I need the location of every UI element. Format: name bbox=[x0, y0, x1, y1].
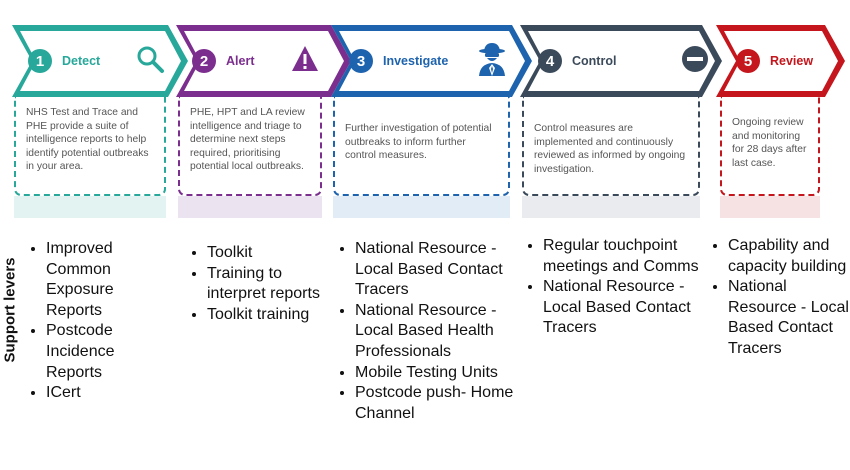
lever-item: ICert bbox=[46, 383, 156, 404]
lever-item: Toolkit bbox=[207, 243, 337, 264]
lever-item: National Resource - Local Based Contact … bbox=[355, 239, 520, 301]
stage-4-number: 4 bbox=[538, 49, 562, 73]
stage-2-description: PHE, HPT and LA review intelligence and … bbox=[178, 96, 322, 196]
stage-4-band bbox=[522, 196, 700, 218]
stage-3-header: 3 Investigate bbox=[349, 25, 448, 97]
stage-5-arrow bbox=[716, 25, 845, 97]
stage-5-number: 5 bbox=[736, 49, 760, 73]
stage-3-description: Further investigation of potential outbr… bbox=[333, 96, 510, 196]
minus-circle-icon bbox=[682, 46, 708, 72]
stage-4-levers: Regular touchpoint meetings and Comms Na… bbox=[521, 236, 713, 339]
stage-5-band bbox=[720, 196, 820, 218]
stage-5-header: 5 Review bbox=[736, 25, 813, 97]
stage-1-arrow bbox=[12, 25, 188, 97]
stage-4-description: Control measures are implemented and con… bbox=[522, 96, 700, 196]
stage-2-band bbox=[178, 196, 322, 218]
stage-4-title: Control bbox=[572, 54, 617, 68]
stage-4-arrow bbox=[520, 25, 722, 97]
stage-5-description: Ongoing review and monitoring for 28 day… bbox=[720, 96, 820, 196]
stage-2-header: 2 Alert bbox=[192, 25, 254, 97]
stage-4-header: 4 Control bbox=[538, 25, 616, 97]
lever-item: Training to interpret reports bbox=[207, 264, 337, 305]
warning-icon bbox=[292, 46, 318, 71]
lever-item: Improved Common Exposure Reports bbox=[46, 239, 156, 321]
stage-1-description: NHS Test and Trace and PHE provide a sui… bbox=[14, 96, 166, 196]
lever-item: National Resource - Local Based Contact … bbox=[543, 277, 713, 339]
lever-item: National Resource - Local Based Health P… bbox=[355, 301, 520, 363]
stage-1-title: Detect bbox=[62, 54, 101, 68]
stage-2-number: 2 bbox=[192, 49, 216, 73]
lever-item: Postcode push- Home Channel bbox=[355, 383, 520, 424]
magnifier-icon bbox=[137, 46, 164, 73]
lever-item: Postcode Incidence Reports bbox=[46, 321, 156, 383]
stage-1-levers: Improved Common Exposure Reports Postcod… bbox=[24, 239, 156, 404]
stage-5-title: Review bbox=[770, 54, 814, 68]
stage-3-number: 3 bbox=[349, 49, 373, 73]
stage-3-title: Investigate bbox=[383, 54, 449, 68]
stage-3-band bbox=[333, 196, 510, 218]
detective-icon bbox=[479, 43, 505, 76]
stage-1-header: 1 Detect bbox=[28, 25, 100, 97]
stage-1-band bbox=[14, 196, 166, 218]
lever-item: Capability and capacity building bbox=[728, 236, 850, 277]
stage-arrows bbox=[12, 25, 845, 97]
lever-item: Mobile Testing Units bbox=[355, 363, 520, 384]
stage-1-number: 1 bbox=[28, 49, 52, 73]
support-levers-label: Support levers bbox=[1, 257, 19, 363]
lever-item: Toolkit training bbox=[207, 305, 337, 326]
stage-5-levers: Capability and capacity building Nationa… bbox=[706, 236, 850, 360]
stage-2-arrow bbox=[176, 25, 351, 97]
stage-2-levers: Toolkit Training to interpret reports To… bbox=[185, 243, 337, 325]
stage-2-title: Alert bbox=[226, 54, 255, 68]
stage-3-levers: National Resource - Local Based Contact … bbox=[333, 239, 520, 424]
stage-3-arrow bbox=[331, 25, 532, 97]
lever-item: Regular touchpoint meetings and Comms bbox=[543, 236, 713, 277]
lever-item: National Resource - Local Based Contact … bbox=[728, 277, 850, 359]
